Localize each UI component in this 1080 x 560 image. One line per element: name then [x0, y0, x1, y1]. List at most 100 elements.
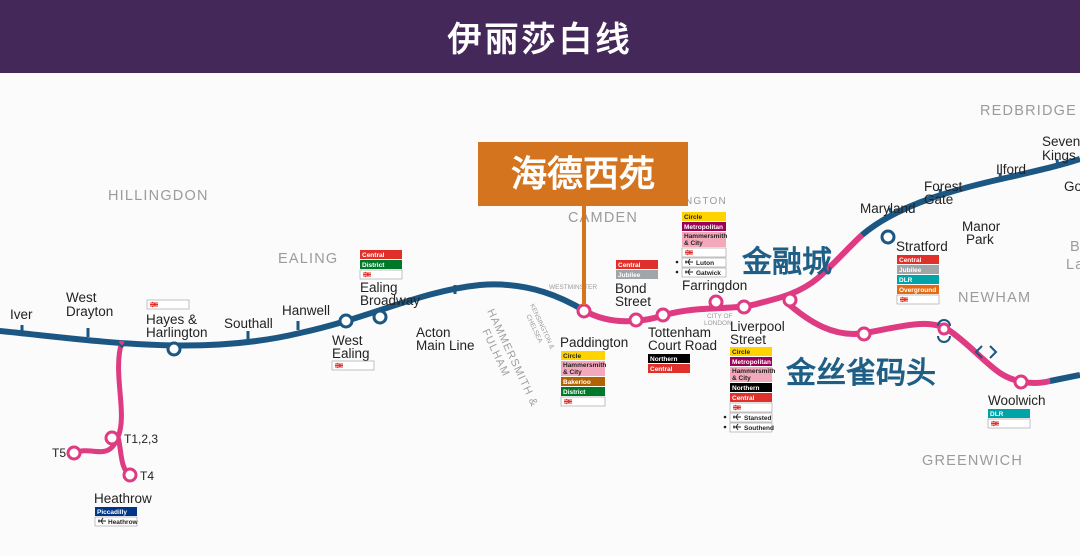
label-ealing-broadway-2: Broadway — [360, 293, 420, 308]
chip-luton: Luton — [696, 260, 714, 267]
chip-district: District — [362, 262, 385, 269]
chips-woolwich: DLR — [987, 409, 1031, 429]
label-woolwich: Woolwich — [988, 393, 1046, 408]
chip-circle-3: Circle — [732, 349, 750, 356]
label-ilford: Ilford — [996, 162, 1026, 177]
chip-piccadilly: Piccadilly — [97, 509, 127, 516]
label-west-drayton-2: Drayton — [66, 304, 113, 319]
stop-farringdon[interactable] — [708, 294, 724, 310]
chip-hc-4: & City — [684, 240, 703, 247]
route-map: HILLINGDON EALING CAMDEN NGTON REDBRIDGE… — [0, 73, 1080, 556]
chip-northern: Northern — [650, 356, 677, 363]
borough-b-edge: B — [1070, 239, 1080, 255]
chip-southend: Southend — [744, 425, 774, 432]
label-west-ealing-2: Ealing — [332, 346, 370, 361]
stop-canary-wharf[interactable] — [856, 326, 872, 342]
chips-hayes — [146, 299, 190, 310]
label-maryland: Maryland — [860, 201, 916, 216]
borough-greenwich: GREENWICH — [922, 453, 1023, 469]
stop-t5[interactable] — [66, 445, 82, 461]
stop-west-ealing[interactable] — [338, 313, 354, 329]
stop-custom-house[interactable] — [937, 322, 951, 336]
tunnel-marker-2 — [974, 345, 998, 359]
label-t5: T5 — [52, 446, 66, 460]
callout-city-cn: 金融城 — [741, 245, 832, 280]
borough-islington: NGTON — [685, 196, 727, 207]
stop-ealing-broadway[interactable] — [372, 309, 388, 325]
chip-jubilee-2: Jubilee — [899, 267, 922, 274]
borough-camden: CAMDEN — [568, 210, 638, 226]
stop-hayes[interactable] — [166, 341, 182, 357]
label-farringdon: Farringdon — [682, 278, 747, 293]
borough-westminster: WESTMINSTER — [549, 284, 597, 291]
chips-farringdon: Circle Metropolitan Hammersmith& City Lu… — [675, 212, 727, 278]
chip-central-3: Central — [650, 366, 673, 373]
label-iver: Iver — [10, 307, 33, 322]
chip-bakerloo: Bakerloo — [563, 379, 591, 386]
chip-central-5: Central — [899, 257, 922, 264]
chips-heathrow: Piccadilly Heathrow — [94, 507, 139, 527]
callout-canary-cn: 金丝雀码头 — [785, 356, 936, 391]
chips-stratford: Central Jubilee DLR Overground — [896, 255, 940, 305]
label-t123: T1,2,3 — [124, 432, 158, 446]
stop-woolwich[interactable] — [1013, 374, 1029, 390]
label-acton-2: Main Line — [416, 338, 475, 353]
stop-paddington[interactable] — [576, 303, 592, 319]
label-west-ealing-1: West — [332, 333, 363, 348]
label-acton-1: Acton — [416, 325, 451, 340]
label-stratford: Stratford — [896, 239, 948, 254]
label-goodmayes: Go — [1064, 179, 1080, 194]
chip-jubilee: Jubilee — [618, 272, 641, 279]
title-banner: 伊丽莎白线 — [0, 0, 1080, 73]
stop-whitechapel[interactable] — [782, 292, 798, 308]
callout-paddington-cn: 海德西苑 — [511, 154, 655, 195]
callout-box — [478, 142, 688, 206]
interchanges — [66, 229, 1029, 483]
chip-hc-3: Hammersmith — [684, 233, 727, 240]
label-hayes-1: Hayes & — [146, 312, 197, 327]
label-southall: Southall — [224, 316, 273, 331]
chip-district-2: District — [563, 389, 586, 396]
chip-dlr-2: DLR — [990, 411, 1004, 418]
chip-hc-2: & City — [563, 369, 582, 376]
label-tcr-1: Tottenham — [648, 325, 711, 340]
chip-stansted: Stansted — [744, 415, 771, 422]
label-tcr-2: Court Road — [648, 338, 717, 353]
chip-central-4: Central — [732, 395, 755, 402]
stop-t123[interactable] — [104, 430, 120, 446]
borough-hillingdon: HILLINGDON — [108, 188, 209, 204]
label-manor-park-2: Park — [966, 232, 994, 247]
chip-central: Central — [362, 252, 385, 259]
label-heathrow: Heathrow — [94, 491, 152, 506]
stop-bond-street[interactable] — [628, 312, 644, 328]
label-west-drayton-1: West — [66, 290, 97, 305]
label-seven-kings-2: Kings — [1042, 148, 1076, 163]
chip-circle: Circle — [563, 353, 581, 360]
label-manor-park-1: Manor — [962, 219, 1001, 234]
chip-hc-5: Hammersmith — [732, 368, 775, 375]
stop-t4[interactable] — [122, 467, 138, 483]
borough-ealing: EALING — [278, 251, 338, 267]
stop-tcr[interactable] — [655, 307, 671, 323]
chip-hc-1: Hammersmith — [563, 362, 606, 369]
chip-dlr: DLR — [899, 277, 913, 284]
label-bond-2: Street — [615, 294, 651, 309]
label-hayes-2: Harlington — [146, 325, 208, 340]
tick-stops — [20, 158, 1060, 340]
label-forest-gate-1: Forest — [924, 179, 963, 194]
tunnel-marker — [937, 319, 951, 343]
chips-ealing-broadway: Central District — [359, 250, 403, 280]
map-canvas: HILLINGDON EALING CAMDEN NGTON REDBRIDGE… — [0, 103, 1080, 527]
stop-stratford[interactable] — [880, 229, 896, 245]
label-bond-1: Bond — [615, 281, 647, 296]
borough-kensington-chelsea: KENSINGTON & CHELSEA — [524, 303, 555, 351]
chips-paddington: Circle Hammersmith& City Bakerloo Distri… — [560, 351, 606, 407]
label-ealing-broadway-1: Ealing — [360, 280, 398, 295]
stop-liverpool-street[interactable] — [736, 299, 752, 315]
chip-overground: Overground — [899, 287, 936, 294]
borough-la-edge: La — [1066, 257, 1080, 273]
label-hanwell: Hanwell — [282, 303, 330, 318]
chip-central-2: Central — [618, 262, 641, 269]
label-paddington: Paddington — [560, 335, 628, 350]
london-label: LONDON — [704, 320, 732, 327]
